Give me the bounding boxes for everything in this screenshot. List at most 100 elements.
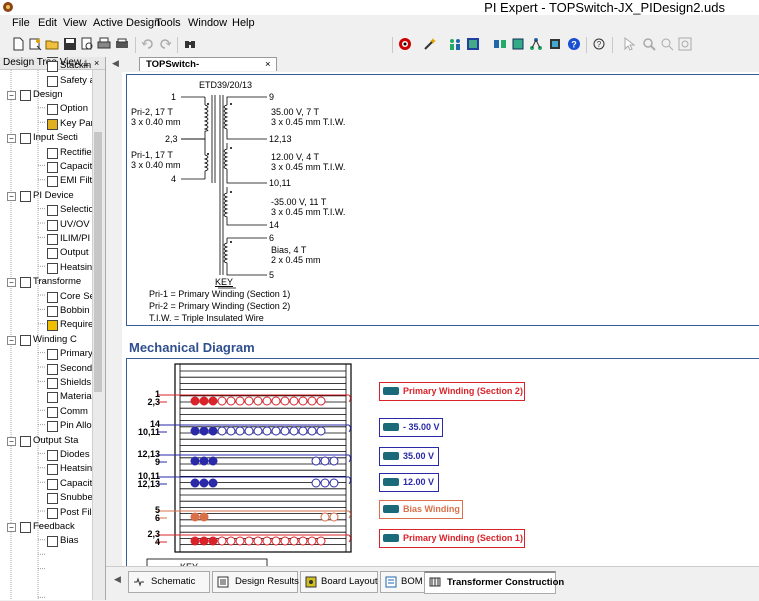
tree-item[interactable]: Winding C [33,333,77,345]
pin-label: 12,13 [137,449,160,459]
menu-tools[interactable]: Tools [155,17,181,29]
tree-item[interactable]: UV/OV [60,218,90,230]
ilim-icon [47,234,58,245]
board-icon[interactable] [466,37,480,51]
zoom-icon[interactable] [642,37,656,51]
tree-item[interactable]: Feedback [33,521,75,532]
tree-expand-toggle[interactable]: − [7,134,16,144]
target-icon[interactable] [398,37,412,51]
tree-expand-toggle[interactable]: − [7,278,16,288]
tab-design-results[interactable]: Design Results [212,571,299,593]
context-help-icon[interactable]: ? [592,37,606,51]
chip-icon[interactable] [548,37,562,51]
menu-view[interactable]: View [63,17,87,29]
redo-icon[interactable] [158,37,172,51]
toolbar-separator [586,37,587,53]
pointer-icon[interactable] [622,37,636,51]
key-line: Pri-1 = Primary Winding (Section 1) [149,289,291,299]
pin-label: 4 [154,537,160,547]
tree-item[interactable]: Output [60,247,89,259]
tree-expand-toggle[interactable]: − [7,191,16,201]
tab-scroll-left-icon[interactable]: ◀ [112,58,119,68]
tab-board-layout[interactable]: Board Layout [300,571,378,593]
menu-file[interactable]: File [12,17,30,29]
tab-document[interactable]: TOPSwitch-JX_PIDesign2.uds × [139,57,277,83]
tree-item[interactable]: Option [60,103,88,115]
tree-item[interactable]: Selectio [60,204,94,216]
output-icon [47,248,58,260]
tree-expand-toggle[interactable]: − [7,523,16,532]
people-icon[interactable] [448,37,462,51]
tree-item[interactable]: Safety a [60,74,95,86]
menu-edit[interactable]: Edit [38,17,57,29]
tree-item[interactable]: Materia [60,391,92,403]
network-icon[interactable] [529,37,543,51]
tree-item[interactable]: Diodes [60,449,90,460]
tree-expand-toggle[interactable]: − [7,335,16,345]
winding-turn [190,426,200,436]
components-icon[interactable] [493,37,507,51]
zoom-area-icon[interactable] [660,37,674,51]
tree-item[interactable]: Rectifie [60,146,92,158]
undo-icon[interactable] [141,37,155,51]
tree-item[interactable]: Bobbin [60,305,90,316]
tree-item[interactable]: Snubbe [60,492,93,504]
primary2-name: Pri-2, 17 T [131,107,173,117]
save-icon[interactable] [63,37,77,51]
optimize-icon[interactable] [423,37,437,51]
wizard-icon[interactable] [28,37,42,51]
winding-turn [226,426,236,436]
tree-item[interactable]: Design [33,89,63,100]
tab-scroll-left-icon[interactable]: ◀ [114,574,121,584]
new-icon[interactable] [11,37,25,51]
settings-print-icon[interactable] [115,37,129,51]
tree-item[interactable]: ILIM/PI [60,233,91,244]
tree-item[interactable]: Second [60,362,93,374]
tree-item[interactable]: Require [60,319,94,331]
tree-item[interactable]: Capacit [60,477,93,489]
sec2-name: 12.00 V, 4 T [271,152,320,162]
primary1-wire: 3 x 0.40 mm [131,160,181,170]
scrollbar-thumb[interactable] [94,132,102,392]
tree-item[interactable]: Transforme [33,276,82,288]
winding-turn [190,456,200,466]
capacitor-icon [47,478,58,490]
tree-connector [10,70,39,600]
tree-lines [10,70,45,600]
tree-item[interactable]: Output Sta [33,434,79,446]
tree-expand-toggle[interactable]: − [7,436,16,446]
tree-item[interactable]: Heatsin [60,261,93,273]
menu-window[interactable]: Window [188,17,228,29]
tree-item[interactable]: Shields [60,377,92,388]
help-icon[interactable]: ? [567,37,581,51]
tree-item[interactable]: Key Par [60,117,94,129]
tree-item[interactable]: Core Se [60,290,95,302]
fit-icon[interactable] [678,37,692,51]
tab-transformer-construction[interactable]: Transformer Construction [424,571,564,594]
tree-item[interactable]: Heatsin [60,463,93,475]
tree-item[interactable]: Post Fil [60,506,92,518]
find-icon[interactable] [183,37,197,51]
transformer-tool-icon[interactable] [511,37,525,51]
tree-item[interactable]: Pin Allo [60,420,92,432]
tree-item[interactable]: EMI Filt [60,175,93,187]
tab-bom[interactable]: BOM [380,571,426,593]
tab-close-icon[interactable]: × [265,59,271,70]
tree-item[interactable]: Bias [60,535,79,547]
tree-item[interactable]: Comm [60,405,88,417]
tree-item[interactable]: Primary [60,348,93,360]
tree-item[interactable]: Stackin [60,60,92,72]
menu-active-design[interactable]: Active Design [93,17,161,29]
menu-help[interactable]: Help [232,17,255,29]
tree-item[interactable]: Input Secti [33,132,78,144]
rectifier-icon [47,147,58,159]
close-icon[interactable]: × [94,58,100,68]
open-icon[interactable] [45,37,59,51]
pin-icon[interactable]: ⊥ [82,58,90,68]
tree-item[interactable]: Capacit [60,161,93,172]
print-icon[interactable] [97,37,111,51]
tree-expand-toggle[interactable]: − [7,91,16,100]
tab-schematic[interactable]: Schematic [128,571,210,593]
tree-item[interactable]: PI Device [33,189,74,201]
print-preview-icon[interactable] [80,37,94,51]
